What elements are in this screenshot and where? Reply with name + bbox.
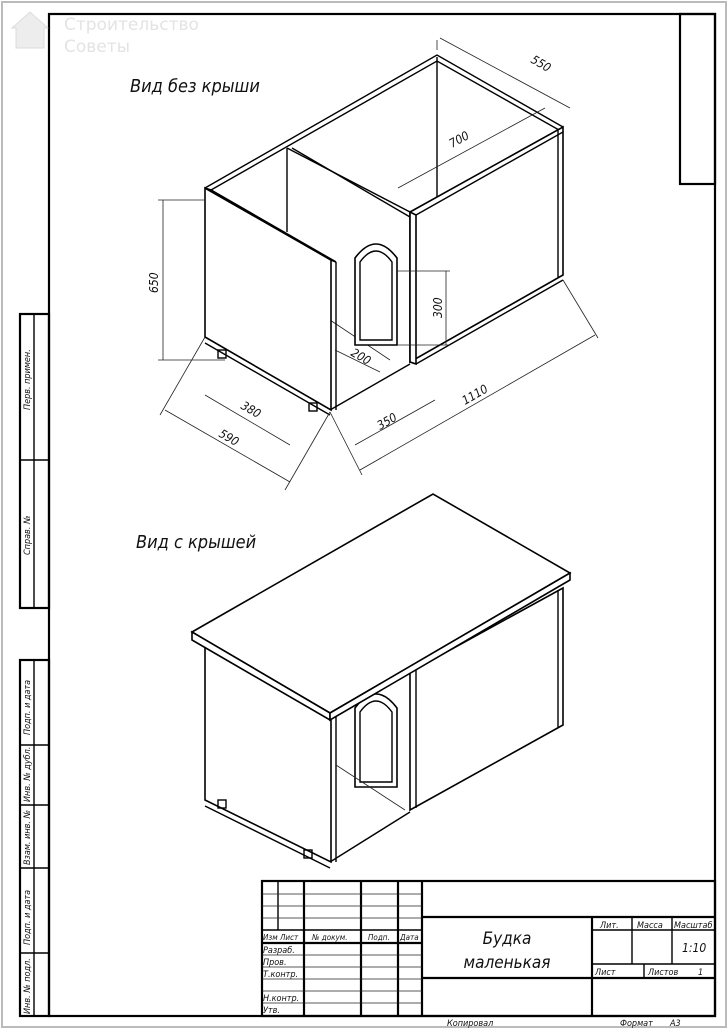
drawing-frame — [47, 12, 717, 1018]
tb-role: Т.контр. — [263, 970, 298, 980]
dim-300: 300 — [431, 297, 445, 318]
doghouse-no-roof — [204, 54, 564, 416]
dim-350: 350 — [375, 410, 400, 432]
tb-sheets-value: 1 — [698, 968, 703, 978]
tb-sheets: Листов — [647, 968, 678, 978]
view-title-no-roof: Вид без крыши — [130, 76, 260, 97]
tb-role: Пров. — [263, 958, 287, 968]
drawing-name-line2: маленькая — [464, 953, 551, 973]
view-title-with-roof: Вид с крышей — [136, 532, 256, 553]
stamp-label: Инв. № дубл. — [23, 747, 33, 802]
tb-role: Разраб. — [263, 946, 295, 956]
watermark-logo: Строительство Советы — [10, 11, 199, 57]
tb-scale-label: Масштаб — [674, 921, 712, 931]
watermark-text-1: Строительство — [64, 15, 199, 35]
tb-header: Дата — [399, 933, 419, 942]
stamp-label: Взам. инв. № — [23, 809, 33, 865]
tb-role: Утв. — [263, 1006, 280, 1016]
tb-scale: 1:10 — [682, 941, 706, 955]
tb-header: Лист — [279, 933, 299, 942]
dim-650: 650 — [147, 272, 161, 293]
dim-550: 550 — [529, 52, 554, 74]
dim-200: 200 — [349, 345, 374, 367]
tb-role: Н.контр. — [263, 994, 299, 1004]
tb-header: Изм — [263, 933, 278, 942]
top-right-stamp — [678, 12, 717, 186]
side-stamp-bottom: Подп. и дата Инв. № дубл. Взам. инв. № П… — [18, 658, 51, 1018]
stamp-label: Справ. № — [23, 515, 33, 555]
dim-700: 700 — [447, 128, 472, 150]
stamp-label: Перв. примен. — [23, 349, 33, 410]
tb-lit: Лит. — [599, 921, 619, 931]
tb-copied: Копировал — [447, 1019, 493, 1029]
dim-380: 380 — [239, 398, 264, 420]
tb-header: Подп. — [368, 933, 390, 942]
dim-590: 590 — [217, 426, 242, 448]
doghouse-with-roof — [190, 493, 572, 869]
drawing-name-line1: Будка — [483, 929, 532, 949]
watermark-text-2: Советы — [64, 37, 130, 57]
tb-mass: Масса — [637, 921, 663, 931]
tb-header: № докум. — [311, 933, 347, 942]
side-stamp-top: Перв. примен. Справ. № — [18, 312, 51, 610]
stamp-label: Инв. № подл. — [23, 958, 33, 1014]
stamp-label: Подп. и дата — [23, 890, 33, 945]
stamp-label: Подп. и дата — [23, 680, 33, 735]
tb-format: А3 — [669, 1019, 681, 1029]
title-block: Изм Лист № докум. Подп. Дата Разраб. Про… — [260, 879, 717, 1029]
tb-sheet: Лист — [594, 968, 616, 978]
tb-format-label: Формат — [620, 1019, 653, 1029]
